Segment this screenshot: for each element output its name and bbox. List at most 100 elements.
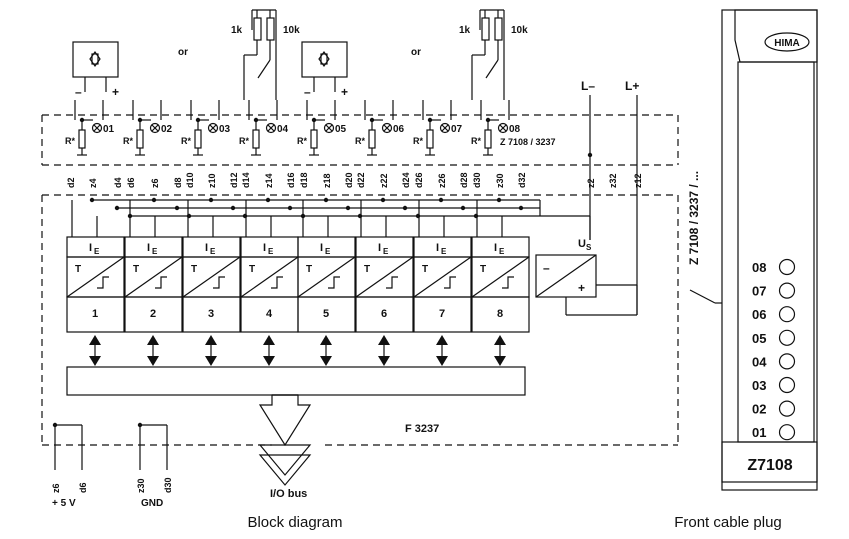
l-minus-label: L–	[581, 79, 595, 93]
channel-input-label: 06	[393, 124, 405, 135]
junction-dot	[174, 205, 180, 211]
arrow-head-up	[320, 335, 332, 345]
pin-label: d12	[229, 172, 239, 188]
arrow-head-up	[378, 335, 390, 345]
switch	[485, 59, 499, 79]
resistor-label: R*	[239, 136, 249, 146]
junction-dot	[52, 422, 58, 428]
resistor-body	[484, 129, 492, 149]
junction-dot	[300, 213, 306, 219]
channel-input-label: 01	[103, 124, 115, 135]
junction-dot	[518, 205, 524, 211]
lamp-cross	[499, 124, 507, 132]
resistor-label: R*	[355, 136, 365, 146]
arrow-head-down	[263, 356, 275, 366]
pin-label: z10	[207, 173, 217, 188]
resistor-10k-label: 10k	[511, 25, 528, 36]
channel-number: 5	[323, 308, 329, 320]
ie-sub-label: E	[499, 247, 505, 256]
ie-label: I	[263, 242, 266, 254]
t-label: T	[364, 264, 370, 275]
t-label: T	[422, 264, 428, 275]
resistor-body	[194, 129, 202, 149]
channel-number-box	[66, 296, 125, 333]
lamp-cross	[325, 124, 333, 132]
schmitt-symbol	[155, 276, 167, 289]
t-label: T	[306, 264, 312, 275]
schmitt-symbol	[502, 276, 514, 289]
ie-sub-label: E	[94, 247, 100, 256]
led-indicator	[778, 353, 796, 370]
ie-sub-label: E	[383, 247, 389, 256]
io-bus-arrow	[258, 444, 312, 476]
supply-plus: +	[578, 281, 585, 295]
front-plug-window	[737, 61, 815, 443]
trigger-diagonal	[66, 256, 125, 298]
schmitt-symbol	[97, 276, 109, 289]
arrow-head-down	[205, 356, 217, 366]
block-diagram-caption: Block diagram	[247, 514, 342, 531]
pin-label: z14	[264, 173, 274, 188]
or-label: or	[178, 47, 188, 58]
resistor-label: R*	[297, 136, 307, 146]
pin-label: d32	[517, 172, 527, 188]
junction-dot	[287, 205, 293, 211]
trigger-diagonal	[355, 256, 414, 298]
junction-dot	[186, 213, 192, 219]
channel-number-box	[182, 296, 241, 333]
led-label: 03	[752, 378, 766, 393]
junction-dot	[151, 197, 157, 203]
us-sub-label: S	[586, 243, 592, 252]
module-label: F 3237	[405, 423, 439, 435]
lamp-symbol	[323, 122, 335, 134]
pin-label: z6	[51, 483, 61, 493]
pin-label: z26	[437, 173, 447, 188]
junction-dot	[587, 152, 593, 158]
pin-label: d6	[78, 482, 88, 493]
io-bus-label: I/O bus	[270, 488, 307, 500]
proximity-sensor-1	[72, 41, 119, 78]
resistor-body	[78, 129, 86, 149]
resistor-network-2-1k	[481, 17, 490, 41]
front-plug-outer	[721, 9, 818, 491]
resistor-network-1-1k	[253, 17, 262, 41]
trigger-diagonal	[182, 256, 241, 298]
us-label: U	[578, 238, 586, 250]
resistor-label: R*	[123, 136, 133, 146]
resistor-1k-label: 1k	[231, 25, 243, 36]
led-label: 04	[752, 354, 767, 369]
leader-line	[689, 289, 716, 304]
channel-number: 2	[150, 308, 156, 320]
pin-label: z18	[322, 173, 332, 188]
resistor-body	[426, 129, 434, 149]
led-label: 08	[752, 260, 766, 275]
arrow-head-down	[147, 356, 159, 366]
trigger-diagonal	[413, 256, 472, 298]
led-indicator	[778, 400, 796, 417]
schmitt-symbol	[444, 276, 456, 289]
ie-sub-label: E	[268, 247, 274, 256]
channel-input-label: 08	[509, 124, 521, 135]
schmitt-symbol	[271, 276, 283, 289]
led-label: 07	[752, 284, 766, 299]
lamp-cross	[441, 124, 449, 132]
pin-label: z30	[136, 478, 146, 493]
junction-dot	[415, 213, 421, 219]
ie-label: I	[494, 242, 497, 254]
arrow-head-down	[436, 356, 448, 366]
resistor-label: R*	[65, 136, 75, 146]
lamp-cross	[209, 124, 217, 132]
hima-logo	[764, 32, 810, 52]
or-label: or	[411, 47, 421, 58]
led-label: 05	[752, 331, 766, 346]
junction-dot	[345, 205, 351, 211]
junction-dot	[114, 205, 120, 211]
junction-dot	[265, 197, 271, 203]
channel-number-box	[124, 296, 183, 333]
channel-input-label: 03	[219, 124, 231, 135]
lamp-symbol	[381, 122, 393, 134]
junction-dot	[89, 197, 95, 203]
resistor-body	[310, 129, 318, 149]
plus-5v-label: + 5 V	[52, 498, 76, 509]
junction-dot	[127, 213, 133, 219]
